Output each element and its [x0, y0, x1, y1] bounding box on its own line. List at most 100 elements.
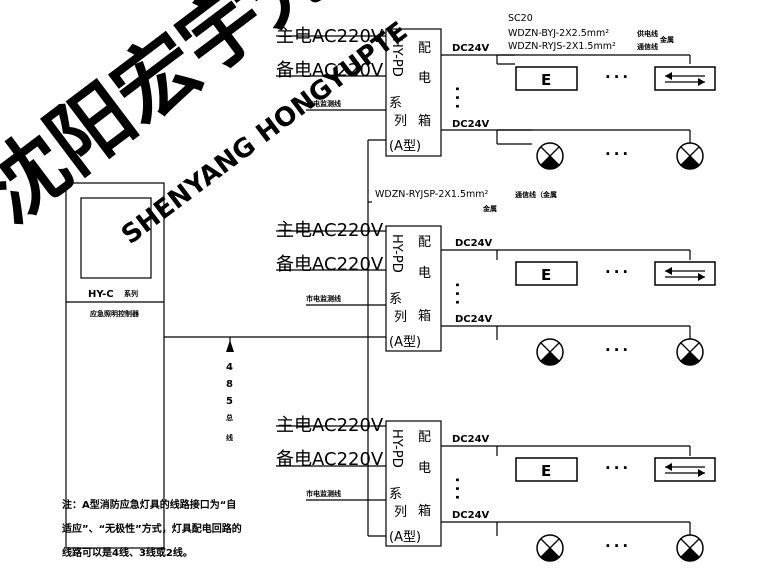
arrow-icon	[698, 78, 705, 86]
diagram-label: ···	[605, 68, 631, 86]
rs485-bus	[164, 139, 386, 537]
arrow-icon	[665, 72, 672, 80]
power-cable-note: 供电线	[636, 29, 658, 38]
bus-arrow	[226, 340, 234, 352]
diagram-label: 箱	[418, 503, 431, 519]
controller-subtitle: 应急照明控制器	[90, 309, 140, 318]
diagram-label: 注：A型消防应急灯具的线路接口为“自	[62, 498, 236, 511]
diagram-label: DC24V	[455, 314, 493, 325]
diagram-label: E	[541, 462, 551, 480]
diagram-label: 系	[389, 96, 402, 111]
diagram-label: 列	[394, 505, 407, 520]
shared-note: 金属	[659, 35, 674, 44]
diagram-label: HY-PD	[389, 429, 404, 468]
bus-cable-note: 通信线（金属	[515, 190, 557, 199]
comm-cable-spec: WDZN-RYJS-2X1.5mm²	[508, 41, 616, 52]
controller-series: 系列	[124, 289, 138, 298]
diagram-label: 市电监测线	[306, 99, 341, 108]
bus-label: 4 8 5 总 线	[226, 362, 233, 442]
diagram-label: 市电监测线	[306, 489, 341, 498]
diagram-label: HY-PD	[389, 234, 404, 273]
diagram-label: 8	[226, 379, 233, 390]
bus-cable-note-2: 金属	[482, 204, 497, 213]
diagram-shape	[681, 352, 699, 365]
conduit-spec: SC20	[508, 13, 533, 24]
controller-model: HY-C	[88, 289, 114, 300]
diagram-label: 主电AC220V	[276, 415, 384, 436]
diagram-label: 列	[394, 310, 407, 325]
diagram-label: E	[541, 266, 551, 284]
arrow-icon	[698, 469, 705, 477]
diagram-label: ···	[448, 477, 466, 503]
diagram-label: E	[541, 71, 551, 89]
diagram-label: (A型)	[389, 335, 421, 350]
device-box	[654, 66, 716, 91]
diagram-label: ···	[605, 145, 631, 163]
diagram-label: 线	[226, 433, 233, 442]
diagram-label: 备电AC220V	[276, 60, 384, 81]
device-box	[654, 261, 716, 286]
diagram-label: 市电监测线	[306, 294, 341, 303]
arrow-icon	[698, 273, 705, 281]
diagram-label: DC24V	[452, 510, 490, 521]
diagram-shape	[541, 548, 559, 561]
diagram-label: 5	[226, 396, 233, 407]
diagram-label: ···	[605, 341, 631, 359]
diagram-label: 列	[394, 114, 407, 129]
distribution-box	[385, 420, 442, 547]
arrow-icon	[665, 463, 672, 471]
distribution-box	[385, 28, 442, 157]
diagram-label: 备电AC220V	[276, 254, 384, 275]
comm-cable-note: 通信线	[637, 42, 658, 51]
distribution-unit-1: 主电AC220V 备电AC220V 市电监测线 HY-PD 系 列 配 电 箱 …	[276, 26, 716, 170]
controller-screen-window	[80, 197, 152, 279]
diagram-label: ···	[448, 86, 466, 112]
diagram-label: 配	[418, 41, 431, 56]
diagram-shape	[681, 156, 699, 169]
diagram-shape	[681, 548, 699, 561]
diagram-label: 电	[418, 266, 431, 281]
diagram-shape	[541, 156, 559, 169]
device-box	[515, 457, 578, 482]
diagram-label: HY-PD	[389, 38, 404, 77]
diagram-label: 主电AC220V	[276, 220, 384, 241]
diagram-label: ···	[448, 282, 466, 308]
footnote: 注：A型消防应急灯具的线路接口为“自 适应”、“无极性”方式，灯具配电回路的 线…	[62, 498, 242, 559]
diagram-group	[276, 28, 691, 157]
distribution-box	[385, 225, 442, 352]
diagram-label: 4	[226, 362, 233, 373]
power-cable-spec: WDZN-BYJ-2X2.5mm²	[508, 28, 609, 39]
diagram-label: 系	[389, 292, 402, 307]
diagram-label: ···	[605, 459, 631, 477]
diagram-label: 线路可以是4线、3线或2线。	[62, 546, 193, 559]
diagram-label: (A型)	[389, 530, 421, 545]
diagram-label: ···	[605, 263, 631, 281]
distribution-unit-3: 主电AC220V 备电AC220V 市电监测线 HY-PD 系 列 配 电 箱 …	[276, 415, 716, 562]
diagram-label: (A型)	[389, 139, 421, 154]
diagram-label: 配	[418, 430, 431, 445]
diagram-label: 适应”、“无极性”方式，灯具配电回路的	[62, 522, 242, 535]
controller-cabinet	[65, 182, 165, 549]
device-box	[515, 66, 578, 91]
diagram-shape	[541, 352, 559, 365]
diagram-label: 主电AC220V	[276, 26, 384, 47]
diagram-label: 配	[418, 235, 431, 250]
diagram-label: 箱	[418, 308, 431, 324]
diagram-label: 箱	[418, 113, 431, 129]
diagram-group	[276, 225, 691, 352]
bus-cable-spec: WDZN-RYJSP-2X1.5mm²	[375, 189, 488, 200]
diagram-group	[276, 420, 691, 547]
diagram-label: 总	[226, 413, 233, 422]
diagram-label: DC24V	[452, 434, 490, 445]
diagram-label: DC24V	[452, 43, 490, 54]
arrow-icon	[665, 267, 672, 275]
diagram-label: DC24V	[452, 119, 490, 130]
diagram-label: DC24V	[455, 238, 493, 249]
controller-outer-frame	[65, 182, 165, 549]
diagram-label: ···	[605, 537, 631, 555]
device-box	[654, 457, 716, 482]
diagram-label: 系	[389, 487, 402, 502]
diagram-label: 电	[418, 71, 431, 86]
distribution-unit-2: 主电AC220V 备电AC220V 市电监测线 HY-PD 系 列 配 电 箱 …	[276, 220, 716, 366]
